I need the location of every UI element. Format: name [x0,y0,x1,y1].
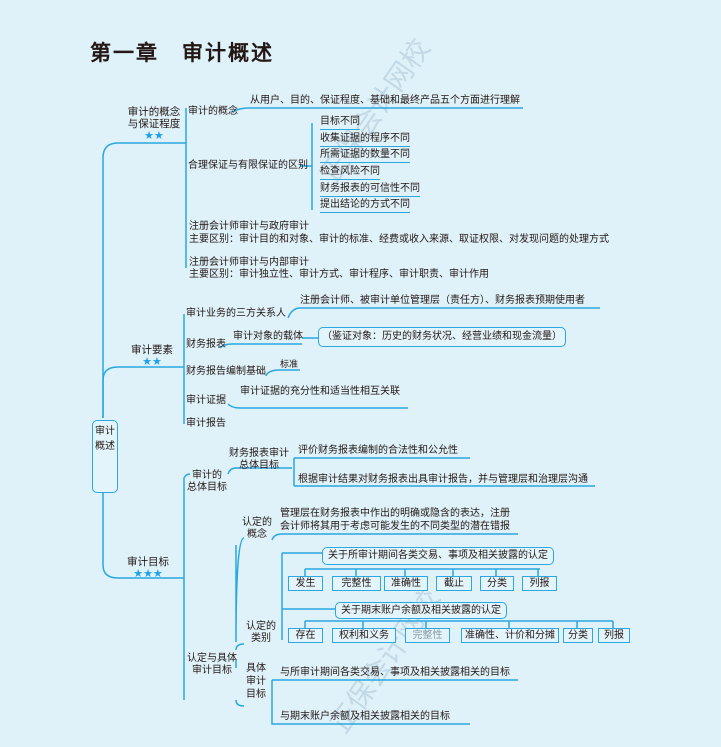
gov-audit-diff: 主要区别：审计目的和对象、审计的标准、经费或收入来源、取证权限、对发现问题的处理… [189,234,609,245]
branch-objectives-node: 审计目标 ★★★ [122,556,174,580]
importance-stars: ★★★ [133,567,163,580]
branch-concept-node: 审计的概念 与保证程度 ★★ [120,106,188,142]
node-label: 具体 [246,663,266,674]
importance-stars: ★★ [142,355,162,368]
audit-concept-node: 审计的概念 [188,106,238,117]
node-label: 认定与具体 [187,653,237,664]
branch-elements-node: 审计要素 ★★ [126,344,178,368]
gov-audit-title: 注册会计师审计与政府审计 [189,221,309,232]
diff-item: 提出结论的方式不同 [320,199,410,213]
balance-item: 列报 [598,628,630,643]
period-assertion-box: 关于所审计期间各类交易、事项及相关披露的认定 [322,547,554,565]
diff-item: 所需证据的数量不同 [320,149,410,163]
assertion-concept-node: 认定的 概念 [240,517,274,541]
period-item: 截止 [436,576,472,591]
diff-item: 财务报表的可信性不同 [320,183,420,197]
node-label: 总体目标 [239,460,279,471]
root-node: 审计概述 [92,420,118,493]
balance-item: 分类 [563,628,593,643]
three-parties-note: 注册会计师、被审计单位管理层（责任方）、财务报表预期使用者 [300,295,585,306]
node-label: 目标 [246,689,266,700]
overall-objective-node: 审计的 总体目标 [184,470,230,494]
evidence-node: 审计证据 [186,395,226,406]
balance-item: 准确性、计价和分摊 [461,628,559,643]
node-label: 审计要素 [131,344,173,356]
fs-object-box: （鉴证对象：历史的财务状况、经营业绩和现金流量） [318,327,566,347]
assertion-concept-text: 会计师将其用于考虑可能发生的不同类型的潜在错报 [280,521,510,532]
report-node: 审计报告 [186,418,226,429]
node-label: 审计的概念 [127,106,181,118]
node-label: 审计 [246,676,266,687]
node-label: 审计目标 [127,556,169,568]
three-parties-node: 审计业务的三方关系人 [186,308,286,319]
node-label: 认定的 [246,621,276,632]
goal-b: 根据审计结果对财务报表出具审计报告，并与管理层和治理层沟通 [298,474,588,485]
fs-overall-goal-node: 财务报表审计 总体目标 [226,448,292,472]
period-item: 准确性 [384,576,428,591]
period-item: 列报 [522,576,557,591]
assertion-category-node: 认定的 类别 [242,621,280,645]
specific-objective-b: 与期末账户余额及相关披露相关的目标 [280,711,450,722]
fs-node: 财务报表 [186,339,226,350]
balance-item: 存在 [288,628,323,643]
specific-objective-a: 与所审计期间各类交易、事项及相关披露相关的目标 [280,667,510,678]
diff-item: 检查风险不同 [320,166,380,180]
assertion-concept-text: 管理层在财务报表中作出的明确或隐含的表达，注册 [280,508,510,519]
balance-assertion-box: 关于期末账户余额及相关披露的认定 [335,602,507,619]
assertion-objective-node: 认定与具体 审计目标 [184,653,240,677]
fs-sub-node: 审计对象的载体 [233,331,303,342]
reporting-basis-note: 标准 [280,360,299,370]
reporting-basis-node: 财务报告编制基础 [186,366,266,377]
node-label: 审计的 [192,470,222,481]
balance-item: 完整性 [405,628,450,643]
node-label: 与保证程度 [127,118,181,130]
page-title: 第一章 审计概述 [90,41,274,65]
audit-concept-note: 从用户、目的、保证程度、基础和最终产品五个方面进行理解 [250,95,520,106]
internal-audit-title: 注册会计师审计与内部审计 [189,257,309,268]
period-item: 完整性 [332,576,381,591]
diff-item: 目标不同 [320,116,360,130]
period-item: 发生 [288,576,323,591]
node-label: 类别 [251,633,271,644]
node-label: 财务报表审计 [229,448,289,459]
importance-stars: ★★ [144,129,164,142]
evidence-note: 审计证据的充分性和适当性相互关联 [240,386,400,397]
node-label: 总体目标 [187,482,227,493]
specific-objective-node: 具体 审计 目标 [244,662,268,701]
period-item: 分类 [480,576,514,591]
node-label: 概念 [247,529,267,540]
diff-item: 收集证据的程序不同 [320,133,410,147]
assurance-diff-node: 合理保证与有限保证的区别 [188,160,308,171]
internal-audit-diff: 主要区别：审计独立性、审计方式、审计程序、审计职责、审计作用 [189,269,489,280]
goal-a: 评价财务报表编制的合法性和公允性 [298,445,458,456]
node-label: 审计目标 [192,665,232,676]
balance-item: 权利和义务 [332,628,396,643]
node-label: 认定的 [242,517,272,528]
